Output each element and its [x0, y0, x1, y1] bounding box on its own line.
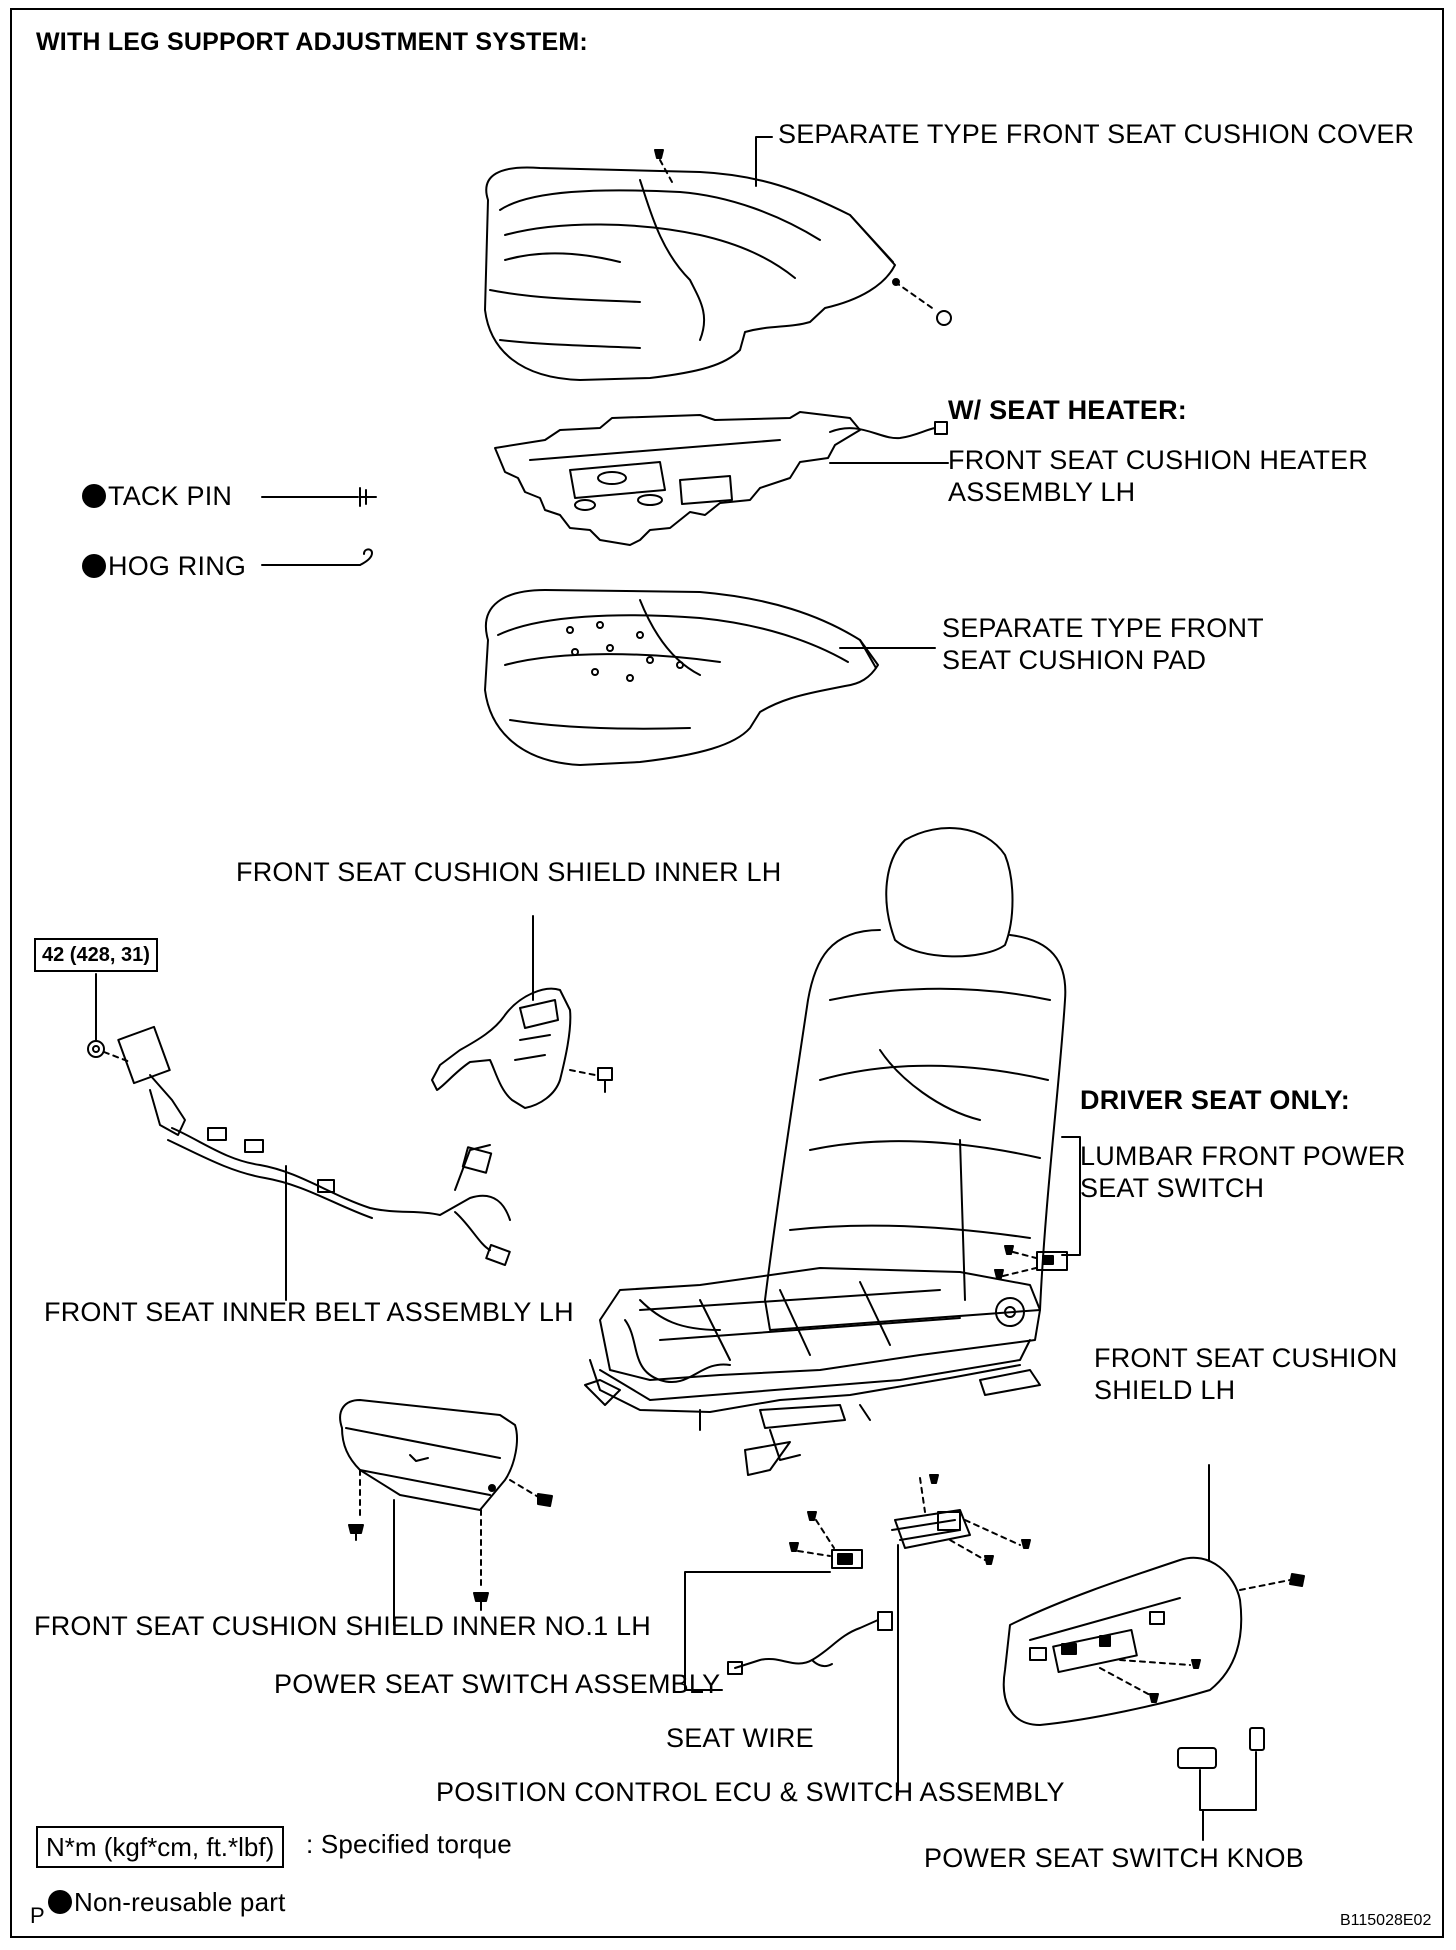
label-pad-line1: SEPARATE TYPE FRONT — [942, 613, 1264, 643]
shield-inner-illustration — [431, 987, 613, 1109]
label-seat-wire: SEAT WIRE — [666, 1723, 814, 1753]
label-inner-belt: FRONT SEAT INNER BELT ASSEMBLY LH — [44, 1297, 574, 1327]
torque-unit-box: N*m (kgf*cm, ft.*lbf) — [36, 1826, 285, 1868]
tack-pin-symbol — [359, 487, 377, 507]
seat-assembly-illustration — [584, 827, 1067, 1476]
label-cushion-shield-line2: SHIELD LH — [1094, 1375, 1236, 1405]
heater-illustration — [494, 411, 948, 546]
label-shield-inner: FRONT SEAT CUSHION SHIELD INNER LH — [236, 857, 782, 887]
label-power-switch: POWER SEAT SWITCH ASSEMBLY — [274, 1669, 721, 1699]
power-switch-illustration — [789, 1511, 863, 1569]
label-seat-heater-header: W/ SEAT HEATER: — [948, 395, 1187, 425]
cushion-cover-illustration — [484, 149, 952, 381]
switch-knob-illustration — [1177, 1727, 1265, 1769]
diagram-header: WITH LEG SUPPORT ADJUSTMENT SYSTEM: — [36, 28, 588, 56]
label-driver-seat-only: DRIVER SEAT ONLY: — [1080, 1085, 1350, 1115]
label-heater-line1: FRONT SEAT CUSHION HEATER — [948, 445, 1369, 475]
label-hog-ring: HOG RING — [82, 550, 246, 582]
seat-wire-illustration — [727, 1611, 893, 1675]
cushion-pad-illustration — [484, 589, 879, 766]
label-switch-knob: POWER SEAT SWITCH KNOB — [924, 1843, 1304, 1873]
label-cushion-shield-line1: FRONT SEAT CUSHION — [1094, 1343, 1398, 1373]
label-lumbar-line1: LUMBAR FRONT POWER — [1080, 1141, 1406, 1171]
label-heater-line2: ASSEMBLY LH — [948, 477, 1136, 507]
leader-switch-knob — [1199, 1751, 1257, 1811]
hog-ring-symbol — [359, 548, 373, 566]
tack-pin-text: TACK PIN — [108, 481, 233, 511]
figure-code: B115028E02 — [1340, 1912, 1432, 1929]
shield-inner-no1-illustration — [339, 1399, 553, 1611]
label-cushion-cover: SEPARATE TYPE FRONT SEAT CUSHION COVER — [778, 119, 1415, 149]
p-mark: P — [30, 1903, 45, 1928]
hog-ring-text: HOG RING — [108, 551, 247, 581]
leader-power-switch — [684, 1571, 831, 1691]
leader-lumbar — [1061, 1136, 1081, 1256]
non-reusable-dot-icon — [48, 1890, 72, 1914]
non-reusable-text: Non-reusable part — [74, 1887, 286, 1917]
legend-non-reusable: Non-reusable part — [48, 1886, 286, 1918]
label-tack-pin: TACK PIN — [82, 480, 232, 512]
label-shield-inner-no1: FRONT SEAT CUSHION SHIELD INNER NO.1 LH — [34, 1611, 651, 1641]
label-lumbar-line2: SEAT SWITCH — [1080, 1173, 1265, 1203]
non-reusable-dot-icon — [82, 554, 106, 578]
torque-value-box: 42 (428, 31) — [34, 938, 158, 972]
torque-description: : Specified torque — [306, 1829, 512, 1859]
inner-belt-illustration — [87, 1025, 511, 1266]
non-reusable-dot-icon — [82, 484, 106, 508]
label-pad-line2: SEAT CUSHION PAD — [942, 645, 1207, 675]
diagram-frame — [10, 8, 1444, 1938]
label-ecu: POSITION CONTROL ECU & SWITCH ASSEMBLY — [436, 1777, 1065, 1807]
ecu-illustration — [891, 1474, 1031, 1565]
leader-cushion-cover — [755, 136, 773, 187]
lumbar-switch-illustration — [994, 1245, 1068, 1279]
cushion-shield-illustration — [1002, 1556, 1305, 1726]
